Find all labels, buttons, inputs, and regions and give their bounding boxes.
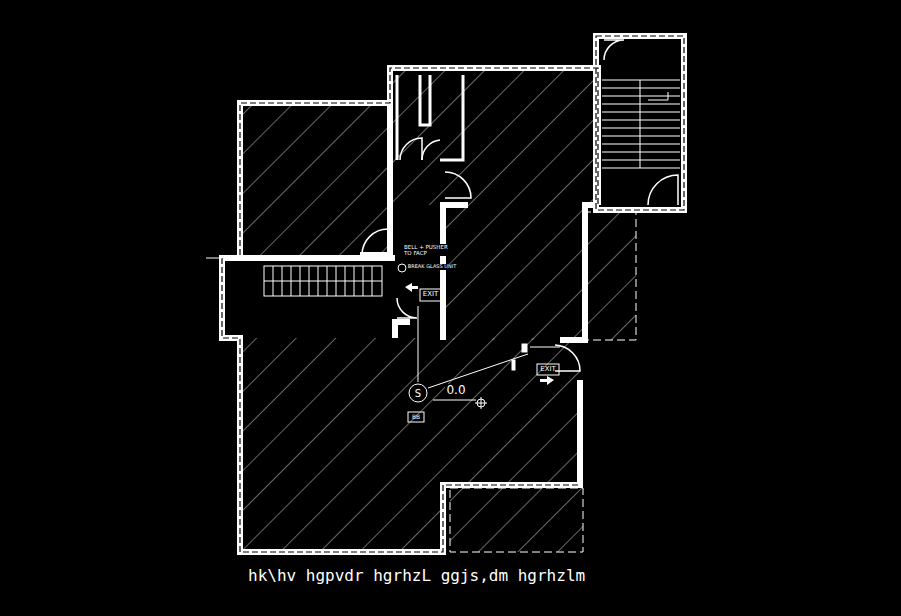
drawing-caption: hk\hv hgpvdr hgrhzL ggjs,dm hgrhzlm <box>248 566 585 585</box>
stair-left <box>206 258 382 296</box>
plan-label: 0.0 <box>445 384 466 397</box>
stair-right <box>602 80 680 168</box>
plan-label: EXIT <box>539 366 557 374</box>
dashed-outline <box>450 212 636 552</box>
wall-core <box>222 36 684 552</box>
plan-label: BREAK GLASS UNIT <box>407 264 457 270</box>
plan-label: EXIT <box>422 291 440 299</box>
walls <box>222 36 684 552</box>
plan-label: S <box>414 388 422 399</box>
closet-walls <box>397 75 463 160</box>
door-swing <box>362 40 678 371</box>
room-hatch <box>240 68 636 552</box>
plan-label: BELL + PUSHER TO FACP <box>403 244 453 256</box>
fire-wiring <box>398 264 560 422</box>
plan-label: BB <box>411 414 421 421</box>
exit-arrow <box>405 283 554 385</box>
